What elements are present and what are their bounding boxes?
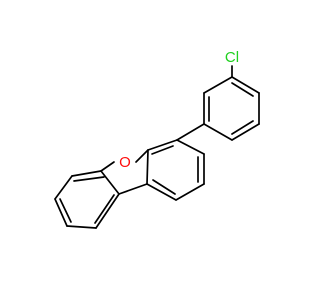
bond-ring1-f <box>231 76 260 94</box>
bond-dbf-r2 <box>146 149 149 185</box>
bond-biaryl <box>176 123 205 141</box>
bond-furan-c1 <box>100 170 120 195</box>
bond-furan-o2 <box>100 161 115 172</box>
bond-dbf-r4 <box>175 183 205 201</box>
oxygen-atom-label: O <box>119 154 131 171</box>
bond-dbf-l-double-2 <box>59 198 72 223</box>
bond-dbf-r3 <box>146 183 177 201</box>
bond-dbf-l1 <box>71 170 102 177</box>
molecule-structure: O Cl <box>54 49 260 229</box>
bond-dbf-l-double-1 <box>73 176 105 182</box>
bond-furan-c2 <box>118 183 148 195</box>
molecule-canvas: O Cl <box>54 49 260 229</box>
bond-furan-o1 <box>135 149 149 163</box>
bond-dbf-l2 <box>54 175 73 200</box>
bond-dbf-l-double-3 <box>94 194 115 224</box>
bond-ring1-double-3 <box>231 82 254 97</box>
bond-dbf-l4 <box>66 225 97 229</box>
bond-ring1-d <box>231 123 260 141</box>
bond-dbf-l5 <box>95 193 120 229</box>
bond-ring1-c <box>203 123 233 141</box>
chlorine-atom-label: Cl <box>225 49 239 66</box>
bond-dbf-r1 <box>147 139 178 151</box>
bond-dbf-r6 <box>176 139 205 155</box>
bonds <box>54 65 260 229</box>
bond-dbf-r-double-1 <box>151 145 174 155</box>
bond-ring1-a <box>203 76 233 94</box>
bond-dbf-r-double-3 <box>152 179 176 195</box>
bond-ring1-double-2 <box>231 120 254 135</box>
bond-dbf-l3 <box>54 198 68 227</box>
